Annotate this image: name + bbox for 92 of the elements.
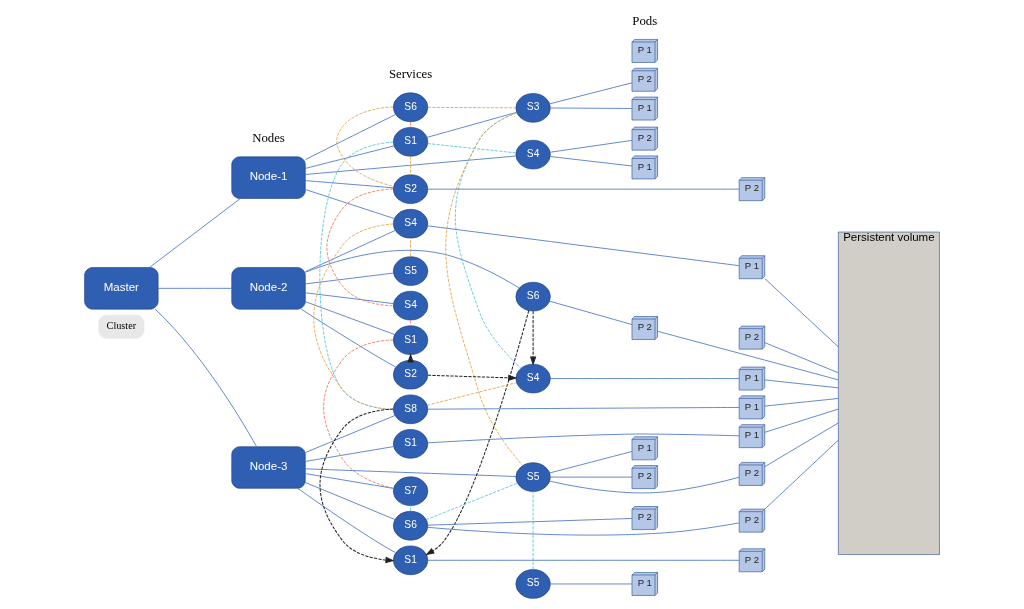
connector [427,225,740,267]
connector [427,559,740,561]
connector [549,82,633,105]
connector [427,407,740,410]
connector [764,408,839,433]
connector [410,237,411,258]
connector [532,491,534,570]
connector [410,319,411,326]
node-ellipse: S7 [393,476,429,506]
connector [323,339,394,489]
connector [549,300,633,325]
connector [550,378,740,379]
arrow [427,374,518,381]
node-ellipse: S4 [393,209,429,239]
connector [427,433,740,444]
node-ellipse: S3 [515,93,551,123]
connector [319,141,394,410]
connector [550,583,633,585]
connector [427,143,517,154]
connector [427,106,517,109]
arrow [319,408,395,564]
node-ellipse: S6 [393,511,429,541]
connector [764,278,839,348]
label: Services [388,67,433,82]
node-ellipse: S1 [393,429,429,459]
connector [764,398,839,407]
node-ellipse: S2 [393,174,429,204]
connector [305,249,520,289]
connector [764,379,839,389]
connector [313,223,394,410]
connector [549,476,740,494]
label: Pods [632,14,658,29]
node-ellipse: S1 [393,545,429,575]
connector [764,342,839,374]
node-box: Node-1 [231,156,306,199]
connector [549,451,633,474]
connector [326,188,394,307]
connector [764,422,839,468]
label: Nodes [252,131,285,146]
connector [305,272,394,285]
connector [425,482,518,521]
node-box: Persistent volume [838,231,940,555]
node-ellipse: S5 [393,256,429,286]
connector [305,482,396,520]
connector [305,230,396,273]
connector [305,446,394,462]
connector [297,488,396,554]
connector [154,308,257,447]
node-box: Master [84,267,159,310]
connector [300,308,397,368]
connector [305,189,395,219]
node-ellipse: S4 [393,290,429,321]
node-box: Node-2 [231,267,306,310]
node-ellipse: S5 [515,462,551,492]
arrow [425,310,530,556]
connector [426,111,518,138]
node-ellipse: S5 [515,569,551,599]
node-ellipse: S4 [515,139,551,170]
connector [336,106,394,187]
connector [427,518,633,526]
connector [305,468,517,477]
node-ellipse: S8 [393,394,429,424]
arrow [529,310,537,366]
connector [305,473,394,489]
connector [549,139,633,153]
connector [427,188,740,190]
connector [410,505,411,512]
connector [305,114,396,160]
connector [157,287,232,289]
node-ellipse: S4 [515,363,551,394]
connector [550,476,633,478]
connector [657,330,839,381]
node-box: Node-3 [231,446,306,489]
connector [305,415,396,453]
connector [426,382,517,406]
connector [305,155,517,175]
node-box: Cluster [98,314,145,339]
connector [305,301,396,335]
connector [550,107,633,109]
node-ellipse: S6 [515,281,551,312]
connector [427,522,740,536]
connector [764,439,839,510]
node-ellipse: S1 [393,325,429,355]
node-ellipse: S6 [393,92,429,122]
connector [305,292,394,304]
node-ellipse: S1 [393,127,429,157]
connector [549,156,633,167]
connector [410,121,411,128]
connector [410,155,411,176]
connector [305,145,395,169]
connector [149,198,241,268]
connector [305,180,394,189]
